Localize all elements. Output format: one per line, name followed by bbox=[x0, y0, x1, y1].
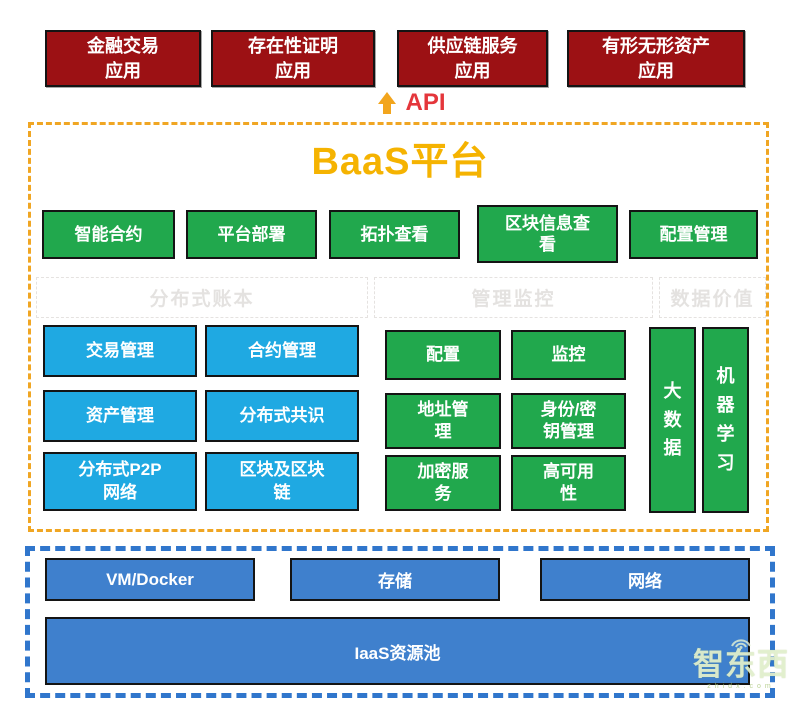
app-box-tangible-intangible-assets: 有形无形资产 应用 bbox=[567, 30, 745, 87]
baas-platform-title: BaaS平台 bbox=[311, 141, 489, 183]
capability-box-block-info-query: 区块信息查 看 bbox=[477, 205, 618, 263]
mgmt-module-encryption-service: 加密服 务 bbox=[385, 455, 501, 511]
app-box-supply-chain: 供应链服务 应用 bbox=[397, 30, 548, 87]
mgmt-module-address-mgmt: 地址管 理 bbox=[385, 393, 501, 449]
data-module-big-data: 大 数 据 bbox=[649, 327, 696, 513]
infra-box-vm-docker: VM/Docker bbox=[45, 558, 255, 601]
app-box-finance-trading: 金融交易 应用 bbox=[45, 30, 201, 87]
baas-platform-panel bbox=[28, 122, 769, 532]
capability-box-platform-deploy: 平台部署 bbox=[186, 210, 317, 259]
section-label-management-monitoring: 管理监控 bbox=[374, 277, 653, 318]
mgmt-module-monitoring: 监控 bbox=[511, 330, 626, 380]
infra-box-network: 网络 bbox=[540, 558, 750, 601]
infra-box-storage: 存储 bbox=[290, 558, 500, 601]
api-label: API bbox=[405, 89, 446, 116]
ledger-module-contract-mgmt: 合约管理 bbox=[205, 325, 359, 377]
ledger-module-block-blockchain: 区块及区块 链 bbox=[205, 452, 359, 511]
section-label-data-value: 数据价值 bbox=[659, 277, 766, 318]
section-label-distributed-ledger: 分布式账本 bbox=[36, 277, 368, 318]
infrastructure-panel bbox=[25, 546, 775, 698]
mgmt-module-configuration: 配置 bbox=[385, 330, 501, 380]
ledger-module-transaction-mgmt: 交易管理 bbox=[43, 325, 197, 377]
ledger-module-distributed-consensus: 分布式共识 bbox=[205, 390, 359, 442]
api-connector: API bbox=[12, 88, 800, 118]
data-module-machine-learning: 机 器 学 习 bbox=[702, 327, 749, 513]
mgmt-module-high-availability: 高可用 性 bbox=[511, 455, 626, 511]
mgmt-module-identity-key-mgmt: 身份/密 钥管理 bbox=[511, 393, 626, 449]
up-arrow-icon bbox=[378, 92, 397, 114]
capability-box-smart-contract: 智能合约 bbox=[42, 210, 175, 259]
capability-box-config-mgmt: 配置管理 bbox=[629, 210, 758, 259]
ledger-module-asset-mgmt: 资产管理 bbox=[43, 390, 197, 442]
ledger-module-p2p-network: 分布式P2P 网络 bbox=[43, 452, 197, 511]
app-box-existence-proof: 存在性证明 应用 bbox=[211, 30, 375, 87]
iaas-resource-pool-box: IaaS资源池 bbox=[45, 617, 750, 685]
capability-box-topology-view: 拓扑查看 bbox=[329, 210, 460, 259]
